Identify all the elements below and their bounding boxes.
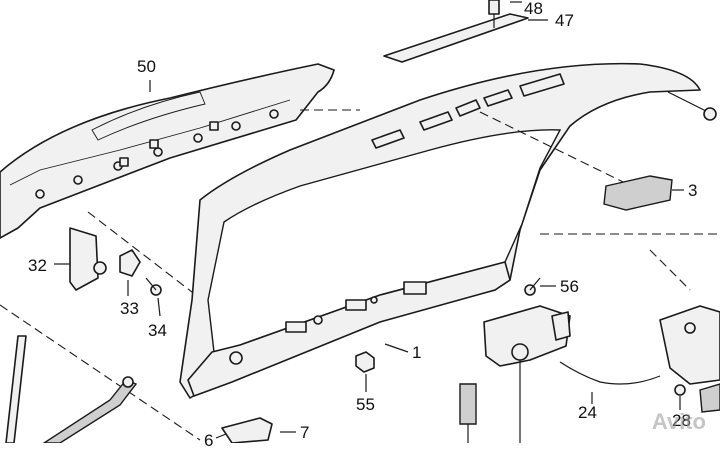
part-33-bushing <box>119 249 141 277</box>
part-56-shaft <box>529 277 541 291</box>
lock-motor <box>483 305 571 367</box>
callout-7: 7 <box>300 423 310 442</box>
part-32-bracket <box>69 227 99 291</box>
part-bolt-shaft <box>667 91 709 113</box>
callout-3: 3 <box>688 181 698 200</box>
spoiler-clips <box>35 109 279 199</box>
leader-34 <box>157 297 161 317</box>
hinge <box>221 417 273 443</box>
callout-50: 50 <box>137 57 156 76</box>
callout-47: 47 <box>555 11 574 30</box>
part-bolt-head <box>703 107 717 121</box>
part-55-nut <box>355 351 375 373</box>
part-1-lower-panel <box>187 261 511 397</box>
guide-32 <box>87 211 206 303</box>
strut-rod <box>5 335 27 443</box>
latch-bolt <box>684 322 696 334</box>
part-32-nut <box>93 261 107 275</box>
connector-plug <box>459 383 477 425</box>
callout-33: 33 <box>120 299 139 318</box>
frame-slots <box>371 73 565 149</box>
callout-55: 55 <box>356 395 375 414</box>
callout-24: 24 <box>578 403 597 422</box>
part-top-bolt <box>488 0 500 15</box>
callout-34: 34 <box>148 321 167 340</box>
strut-end <box>122 376 134 388</box>
part-24-cable <box>559 361 661 385</box>
part-3-switch <box>603 175 673 211</box>
strut-cylinder <box>42 379 138 443</box>
spoiler-edge <box>9 99 291 186</box>
leader-1 <box>384 343 409 353</box>
part-34-shaft <box>145 277 157 291</box>
callout-32: 32 <box>28 256 47 275</box>
callout-1: 1 <box>412 343 422 362</box>
spoiler-slot <box>91 91 206 141</box>
latch-plate <box>699 383 720 413</box>
guide-28 <box>649 249 691 291</box>
lock-gear <box>511 343 529 361</box>
leader-6 <box>215 433 227 439</box>
lock-housing <box>551 311 571 341</box>
frame-holes <box>229 281 427 365</box>
callout-56: 56 <box>560 277 579 296</box>
part-50-spoiler <box>0 63 335 239</box>
guide-3 <box>479 111 661 201</box>
callout-48: 48 <box>524 0 543 18</box>
latch-assembly <box>659 305 720 385</box>
part-1-window-opening <box>207 129 562 353</box>
callout-6: 6 <box>204 431 214 450</box>
guide-strut <box>0 304 201 441</box>
watermark-logo: Avito <box>651 409 706 434</box>
callout-28: 28 <box>672 411 691 430</box>
part-28-nut <box>674 384 686 396</box>
part-47-strip <box>383 13 529 63</box>
